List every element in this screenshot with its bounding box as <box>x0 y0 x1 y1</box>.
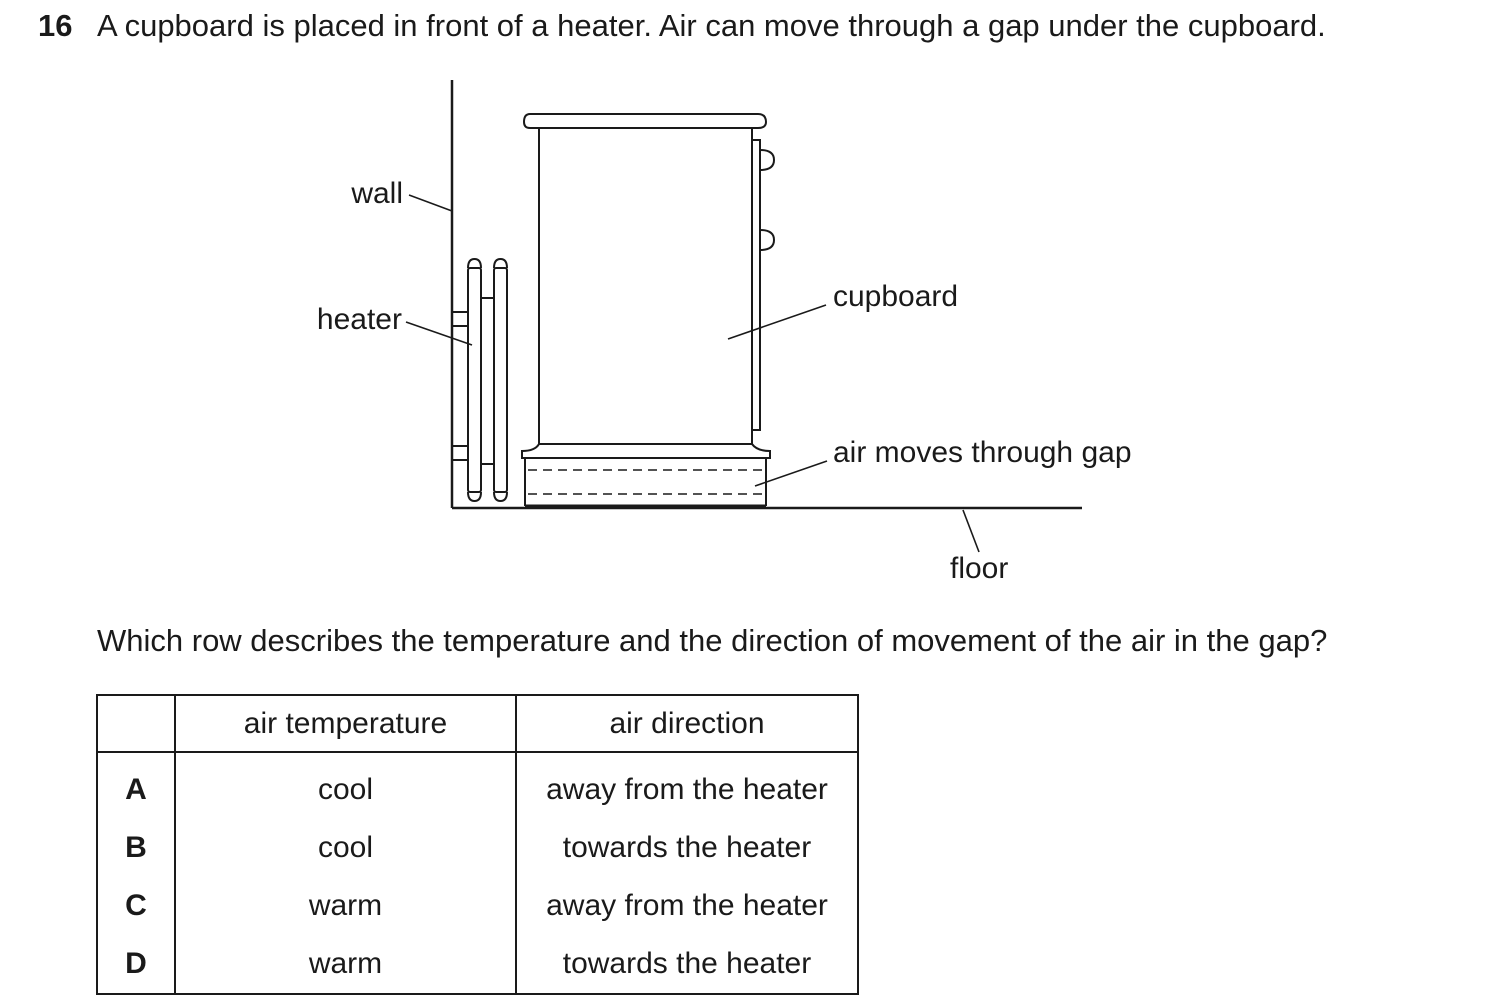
table-row[interactable]: C warm away from the heater <box>96 877 859 935</box>
question-number: 16 <box>38 8 73 43</box>
gap-label: air moves through gap <box>833 436 1132 469</box>
option-temperature: cool <box>174 819 517 877</box>
answer-table: air temperature air direction A cool awa… <box>96 694 859 995</box>
table-row[interactable]: A cool away from the heater <box>96 752 859 819</box>
option-direction: towards the heater <box>515 935 859 995</box>
question-text: A cupboard is placed in front of a heate… <box>97 8 1326 43</box>
option-letter: D <box>96 935 176 995</box>
table-row[interactable]: D warm towards the heater <box>96 935 859 995</box>
table-row[interactable]: B cool towards the heater <box>96 819 859 877</box>
gap-leader <box>754 460 828 487</box>
wall-label: wall <box>350 177 403 210</box>
option-temperature: cool <box>174 752 517 819</box>
cupboard-heater-diagram: wall heater cupboard air moves through g… <box>317 80 1132 585</box>
option-letter: A <box>96 752 176 819</box>
option-direction: away from the heater <box>515 752 859 819</box>
option-letter: C <box>96 877 176 935</box>
gap-region <box>524 458 767 508</box>
heater-label: heater <box>317 303 402 336</box>
table-header-row: air temperature air direction <box>96 694 859 753</box>
wall-leader <box>408 194 453 212</box>
heater-leader <box>405 321 473 346</box>
option-temperature: warm <box>174 877 517 935</box>
option-direction: away from the heater <box>515 877 859 935</box>
header-air-direction: air direction <box>515 694 859 753</box>
question-prompt: Which row describes the temperature and … <box>97 623 1328 658</box>
header-air-temperature: air temperature <box>174 694 517 753</box>
floor-label: floor <box>950 552 1008 585</box>
cupboard-shape <box>521 113 776 459</box>
cupboard-leader <box>727 304 827 340</box>
heater-shape <box>451 257 508 503</box>
option-direction: towards the heater <box>515 819 859 877</box>
cupboard-label: cupboard <box>833 280 958 313</box>
option-letter: B <box>96 819 176 877</box>
header-letter <box>96 694 176 753</box>
floor-leader <box>962 509 980 553</box>
option-temperature: warm <box>174 935 517 995</box>
